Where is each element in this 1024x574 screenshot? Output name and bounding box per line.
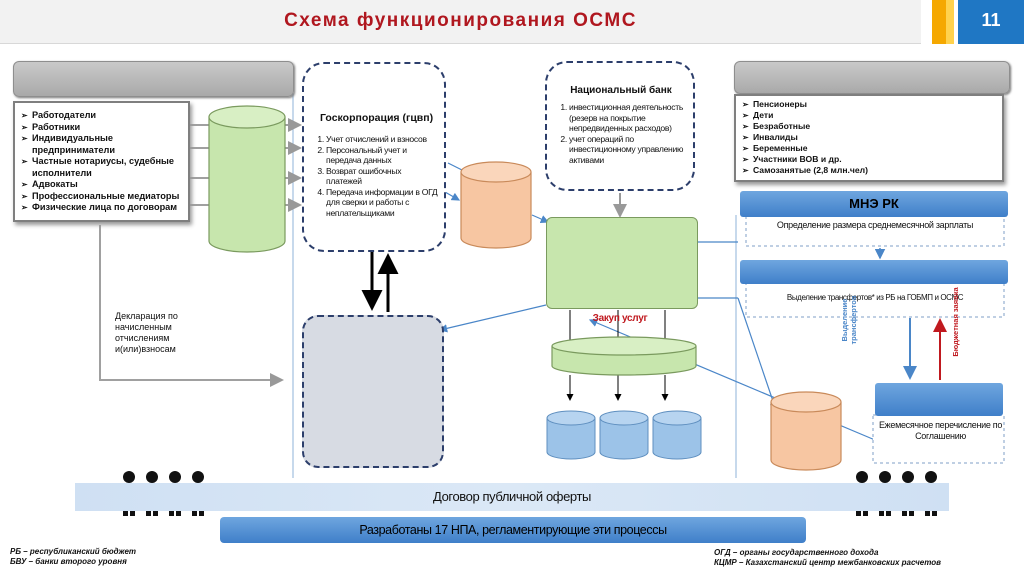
budget-request-vertical-label: Бюджетная заявка <box>951 287 960 357</box>
payer-item: Физические лица по договорам <box>21 202 184 214</box>
state-payer-item: Беременные <box>742 143 998 154</box>
natbank-item: учет операций по инвестиционному управле… <box>569 134 687 166</box>
natbank-item: инвестиционная деятельность (резерв на п… <box>569 102 687 134</box>
state-payer-item: Пенсионеры <box>742 99 998 110</box>
state-payer-item: Дети <box>742 110 998 121</box>
bank-cylinder <box>546 410 596 460</box>
payer-item: Частные нотариусы, судебные исполнители <box>21 156 184 179</box>
mne-title: МНЭ РК <box>740 191 1008 217</box>
goskorp-item: Передача информации в ОГД для сверки и р… <box>326 187 438 219</box>
payer-item: Работники <box>21 122 184 134</box>
natbank-box: Национальный банк инвестиционная деятель… <box>545 61 695 191</box>
contract-bar: Договор публичной оферты <box>75 483 949 511</box>
payer-item: Работодатели <box>21 110 184 122</box>
payer-item: Профессиональные медиаторы <box>21 191 184 203</box>
orange-cylinder <box>460 161 532 249</box>
natbank-title: Национальный банк <box>570 85 672 96</box>
payer-item: Индивидуальные предприниматели <box>21 133 184 156</box>
footnote-line: БВУ – банки второго уровня <box>10 557 127 566</box>
blue-cylinders-group <box>546 410 702 460</box>
transfers-vertical-label: Выделение трансфертов <box>840 295 858 345</box>
monthly-transfer-text: Ежемесячное перечисление по Соглашению <box>878 420 1003 441</box>
gray-registry-box <box>302 315 444 468</box>
monthly-transfer-bar <box>875 383 1003 416</box>
payers-header-bar <box>13 61 294 97</box>
bank-cylinder <box>599 410 649 460</box>
goskorp-title: Госкорпорация (гцвп) <box>320 112 434 124</box>
footnote-line: ОГД – органы государственного дохода <box>714 548 879 557</box>
procurement-label: Закуп услуг <box>592 313 648 324</box>
mne-subtitle: Определение размера среднемесячной зарпл… <box>776 220 974 230</box>
fund-box <box>546 217 698 309</box>
goskorp-item: Персональный учет и передача данных <box>326 145 438 166</box>
payer-item: Адвокаты <box>21 179 184 191</box>
page-title: Схема функционирования ОСМС <box>284 10 637 31</box>
state-payers-header-bar <box>734 61 1010 94</box>
footnote-line: КЦМР – Казахстанский центр межбанковских… <box>714 558 941 567</box>
goskorp-item: Возврат ошибочных платежей <box>326 166 438 187</box>
yellow-accent-strip <box>946 0 954 44</box>
header-bar <box>0 0 921 44</box>
transfers-text: Выделение трансфертов* из РБ на ГОБМП и … <box>786 293 964 302</box>
declaration-note: Декларация по начисленным отчислениям и(… <box>115 311 178 354</box>
npa-bar: Разработаны 17 НПА, регламентирующие эти… <box>220 517 806 543</box>
green-flat-cylinder <box>551 336 697 376</box>
state-payer-item: Инвалиды <box>742 132 998 143</box>
footnote-left: РБ – республиканский бюджет БВУ – банки … <box>10 547 210 567</box>
goskorp-box: Госкорпорация (гцвп) Учет отчислений и в… <box>302 62 446 252</box>
orange-cylinder-right <box>770 391 842 471</box>
state-payer-item: Участники ВОВ и др. <box>742 154 998 165</box>
state-payers-list: Пенсионеры Дети Безработные Инвалиды Бер… <box>734 94 1004 182</box>
state-payer-item: Самозанятые (2,8 млн.чел) <box>742 165 998 176</box>
orange-accent-strip <box>932 0 946 44</box>
goskorp-item: Учет отчислений и взносов <box>326 134 438 145</box>
transfers-bar <box>740 260 1008 284</box>
state-payer-item: Безработные <box>742 121 998 132</box>
bank-cylinder <box>652 410 702 460</box>
payers-list: Работодатели Работники Индивидуальные пр… <box>13 101 190 222</box>
footnote-right: ОГД – органы государственного дохода КЦМ… <box>714 548 1014 568</box>
footnote-line: РБ – республиканский бюджет <box>10 547 137 556</box>
page-number: 11 <box>958 0 1024 44</box>
green-cylinder <box>208 105 286 253</box>
